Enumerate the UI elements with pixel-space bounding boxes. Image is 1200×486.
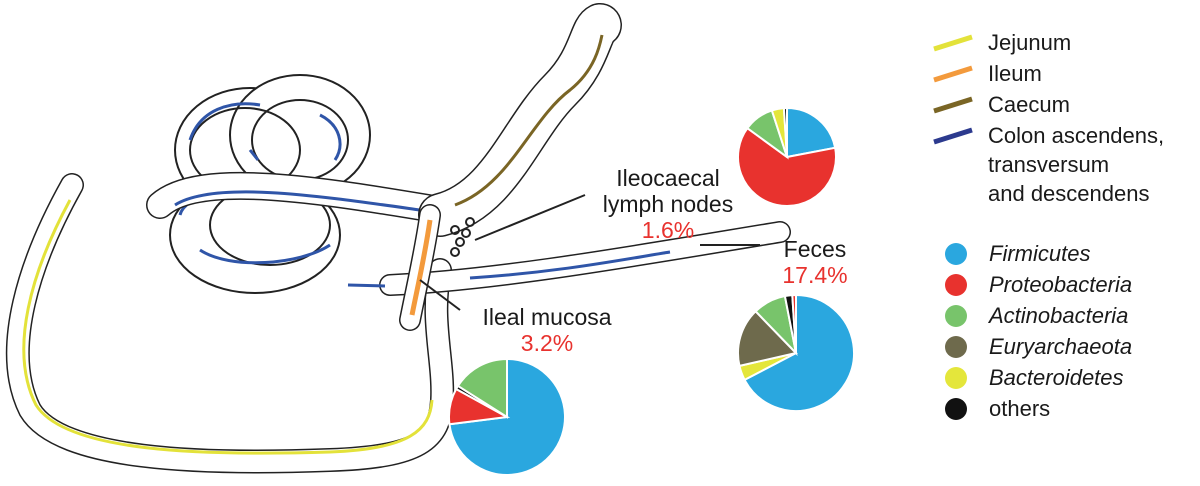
legend-label: others [989,396,1051,421]
legend-actinobacteria: Actinobacteria [945,303,1128,329]
mucosa-title: Ileal mucosa [482,304,612,330]
mucosa-percent: 3.2% [520,330,574,356]
pie-slice-firmicutes [786,106,837,159]
pie-slice-proteobacteria [737,126,837,207]
feces-percent: 17.4% [782,262,848,288]
lymph-title-2: lymph nodes [602,191,734,217]
ileum-line [409,219,433,316]
label-feces: Feces 17.4% [760,236,870,288]
legend-label: Caecum [988,92,1070,117]
legend-label: Jejunum [988,30,1072,55]
pie-slice-euryarchaeota [737,309,798,368]
pie-ileocaecal-lymph-nodes [737,106,837,207]
pie-slice-firmicutes [743,293,855,412]
legend-proteobacteria: Proteobacteria [945,272,1132,298]
legend-label: transversum [988,152,1110,177]
feces-title: Feces [783,236,847,262]
legend-jejunum: Jejunum [932,30,1071,56]
legend-caecum: Caecum [932,92,1070,118]
jejunum-line [22,199,434,455]
legend-label: Actinobacteria [989,303,1129,328]
jejunum-swatch [932,33,974,53]
legend-colon-cont-1: transversum [988,152,1109,178]
pie-slice-others [782,106,788,158]
legend-label: Bacteroidetes [989,365,1124,390]
lymph-percent: 1.6% [641,217,695,243]
actinobacteria-dot [945,305,967,327]
legend-label: Proteobacteria [989,272,1133,297]
legend-label: and descendens [988,181,1150,206]
pie-ileal-mucosa [448,357,566,476]
legend-ileum: Ileum [932,61,1042,87]
legend-label: Firmicutes [989,241,1091,266]
others-dot [945,398,967,420]
legend-label: Ileum [988,61,1042,86]
leader-lymph [474,194,586,241]
proteobacteria-dot [945,274,967,296]
legend-others: others [945,396,1050,422]
lymph-node-symbols [450,217,475,257]
colon-swatch [932,126,974,146]
legend-bacteroidetes: Bacteroidetes [945,365,1124,391]
caecum-swatch [932,95,974,115]
caecum-line [454,34,604,207]
legend-label: Colon ascendens, [988,123,1165,148]
legend-euryarchaeota: Euryarchaeota [945,334,1132,360]
pie-slice-proteobacteria [791,293,797,354]
label-ileal-mucosa: Ileal mucosa 3.2% [462,304,632,356]
legend-firmicutes: Firmicutes [945,241,1090,267]
euryarchaeota-dot [945,336,967,358]
legend-colon-cont-2: and descendens [988,181,1149,207]
label-ileocaecal-lymph-nodes: Ileocaecal lymph nodes 1.6% [583,165,753,243]
firmicutes-dot [945,243,967,265]
bacteroidetes-dot [945,367,967,389]
ileum-swatch [932,64,974,84]
leader-mucosa [419,279,461,311]
legend-colon: Colon ascendens, [932,123,1164,149]
pie-feces [737,293,855,412]
lymph-title-1: Ileocaecal [616,165,720,191]
legend-label: Euryarchaeota [989,334,1133,359]
pie-slice-actinobacteria [456,357,508,419]
